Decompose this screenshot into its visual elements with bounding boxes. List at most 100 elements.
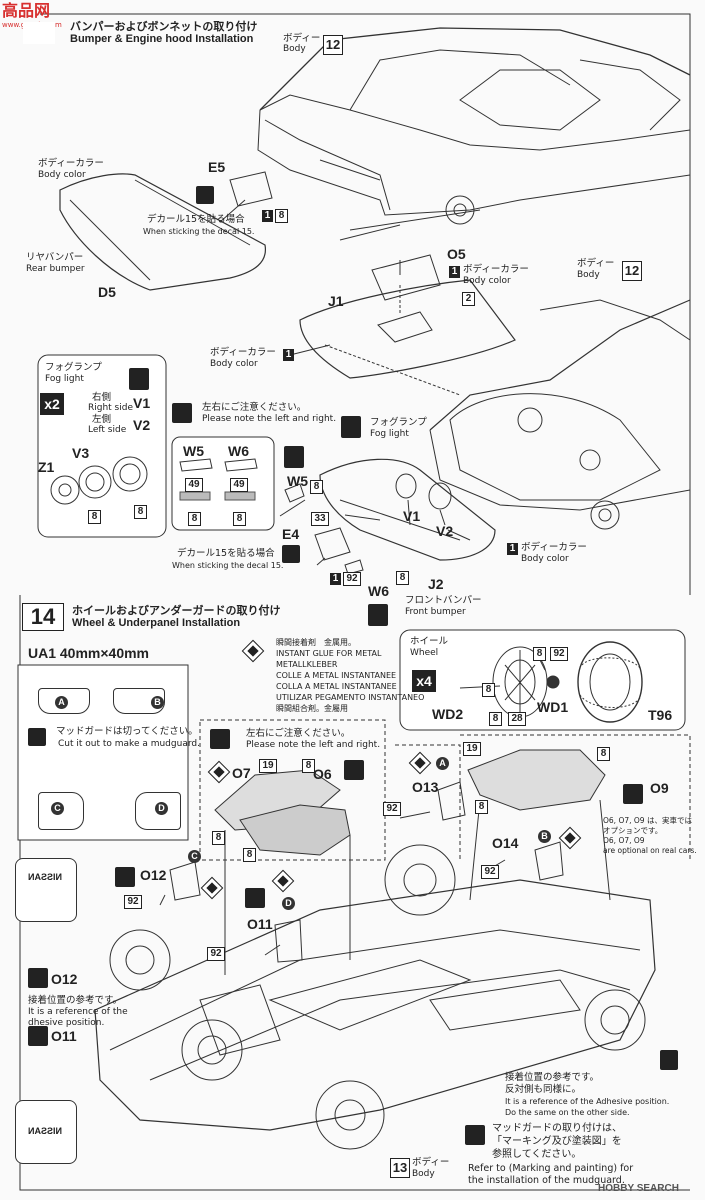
part-e5: E5 [208,159,226,175]
body-label-jp-front: ボディー [577,258,615,269]
part-z1-panel: Z1 [38,459,55,475]
part-number-33: 33 [311,512,329,526]
decal-15-en-front: When sticking the decal 15. [172,561,284,570]
note-lr-jp-under: 左右にご注意ください。 [246,728,351,739]
part-number-1-e4: 1 [330,573,341,585]
mudguard-ref-jp-3: 参照してください。 [492,1149,582,1160]
wheel-multiplier: x4 [412,670,436,692]
part-o11: O11 [247,916,273,932]
step-14-title-en: Wheel & Underpanel Installation [72,617,241,629]
footer-credit: HOBBY SEARCH [598,1183,679,1194]
part-j1: J1 [328,293,344,309]
paint-brush-icon-note [172,403,192,423]
part-number-8-w6: 8 [233,512,246,526]
decal-15-jp-rear: デカール15を貼る場合 [147,214,245,225]
arrow-icon-o6 [344,760,364,780]
adhesive2-jp-2: 反対側も同様に。 [505,1084,582,1095]
mudguard-label-b-o14: B [538,830,551,843]
fog-light-jp: フォグランプ [45,362,102,373]
body-label-en-front: Body [577,270,600,280]
note-lr-en: Please note the left and right. [202,414,337,424]
decal-stripes-icon-front [282,545,300,563]
paint-brush-icon-fog [129,368,149,390]
body-color-jp-j2: ボディーカラー [521,542,587,553]
body-part-12-top: 12 [323,35,343,55]
decal-stripes-icon-ua1 [28,728,46,746]
paint-brush-icon-under [210,729,230,749]
body-label-en-top: Body [283,44,306,54]
wheel-en: Wheel [410,648,439,658]
part-e4: E4 [282,526,300,542]
part-number-8-o7-bottom: 8 [212,831,225,845]
part-number-8-o6-bottom: 8 [243,848,256,862]
part-number-92-o12: 92 [124,895,142,909]
part-d5: D5 [98,284,116,300]
part-number-8-w6-main: 8 [396,571,409,585]
mudguard-label-b: B [151,696,164,709]
rear-bumper-en: Rear bumper [26,264,85,274]
body-label-jp-top: ボディー [283,33,321,44]
note-lr-en-under: Please note the left and right. [246,740,381,750]
optional-line-4: are optional on real cars. [603,846,697,855]
front-bumper-jp: フロントバンパー [405,595,482,606]
paint-brush-icon-o12-ref [28,968,48,988]
body-color-en-j2: Body color [521,554,569,564]
mudguard-ref-en-1: Refer to (Marking and painting) for [468,1163,634,1174]
adhesive-jp: 接着位置の参考です。 [28,995,123,1006]
decal-15-jp-front: デカール15を貼る場合 [177,548,275,559]
step-13-number-box [23,22,55,44]
part-number-8-wheel-top: 8 [533,647,546,661]
part-number-8-e5: 8 [275,209,288,223]
part-v2-panel: V2 [133,417,151,433]
part-o11-ref: O11 [51,1028,77,1044]
decal-15-en-rear: When sticking the decal 15. [143,227,255,236]
mudguard-label-d-o11: D [282,897,295,910]
part-number-8-v1: 8 [134,505,147,519]
part-o12: O12 [140,867,167,883]
body-color-en-rear: Body color [38,170,86,180]
body-color-jp-hood: ボディーカラー [210,347,276,358]
ua1-cut-jp: マッドガードは切ってください。 [56,726,198,737]
mudguard-label-c: C [51,802,64,815]
part-o9: O9 [650,780,669,796]
part-number-2-hood: 2 [462,292,475,306]
mudguard-ref-jp-1: マッドガードの取り付けは、 [492,1123,622,1134]
paint-brush-icon-mudguard [465,1125,485,1145]
body-color-en-hood: Body color [210,359,258,369]
ua1-title: UA1 40mm×40mm [28,645,150,661]
fog-right-en: Right side [88,403,133,413]
optional-line-2: オプションです。 [603,826,663,835]
part-v1-panel: V1 [133,395,151,411]
wheel-jp: ホイール [410,636,449,647]
glue-line-3: METALLKLEBER [276,660,338,669]
part-w5: W5 [287,473,308,489]
part-o13: O13 [412,779,439,795]
step-13-title-en: Bumper & Engine hood Installation [70,33,254,45]
part-number-8-v3: 8 [88,510,101,524]
body-color-jp-o5: ボディーカラー [463,264,529,275]
adhesive2-en-2: Do the same on the other side. [505,1108,630,1117]
ua1-cut-en: Cut it out to make a mudguard. [58,739,200,749]
part-w5-panel: W5 [183,443,204,459]
part-number-8-o9-top: 8 [597,747,610,761]
nissan-badge-text-top: NISSAN [28,872,63,882]
watermark-logo: 高品网 [2,1,50,20]
paint-brush-icon-adhesive [660,1050,678,1070]
paint-brush-icon-o11-ref [28,1026,48,1046]
front-bumper-en: Front bumper [405,607,466,617]
glue-line-5: COLLA A METAL INSTANTANEE [276,682,397,691]
part-number-19-o9: 19 [463,742,481,756]
glue-line-4: COLLE A METAL INSTANTANEE [276,671,397,680]
mudguard-label-a: A [55,696,68,709]
mudguard-label-a-o13: A [436,757,449,770]
decal-stripes-icon [196,186,214,204]
part-number-8-o9-bottom: 8 [475,800,488,814]
part-number-92-wheel: 92 [550,647,568,661]
note-lr-jp: 左右にご注意ください。 [202,402,307,413]
adhesive-en-1: It is a reference of the [28,1007,128,1017]
mudguard-label-d: D [155,802,168,815]
body-part-12-front: 12 [622,261,642,281]
fog-light-en-main: Fog light [370,429,409,439]
part-v3-panel: V3 [72,445,90,461]
fog-light-jp-main: フォグランプ [370,417,427,428]
